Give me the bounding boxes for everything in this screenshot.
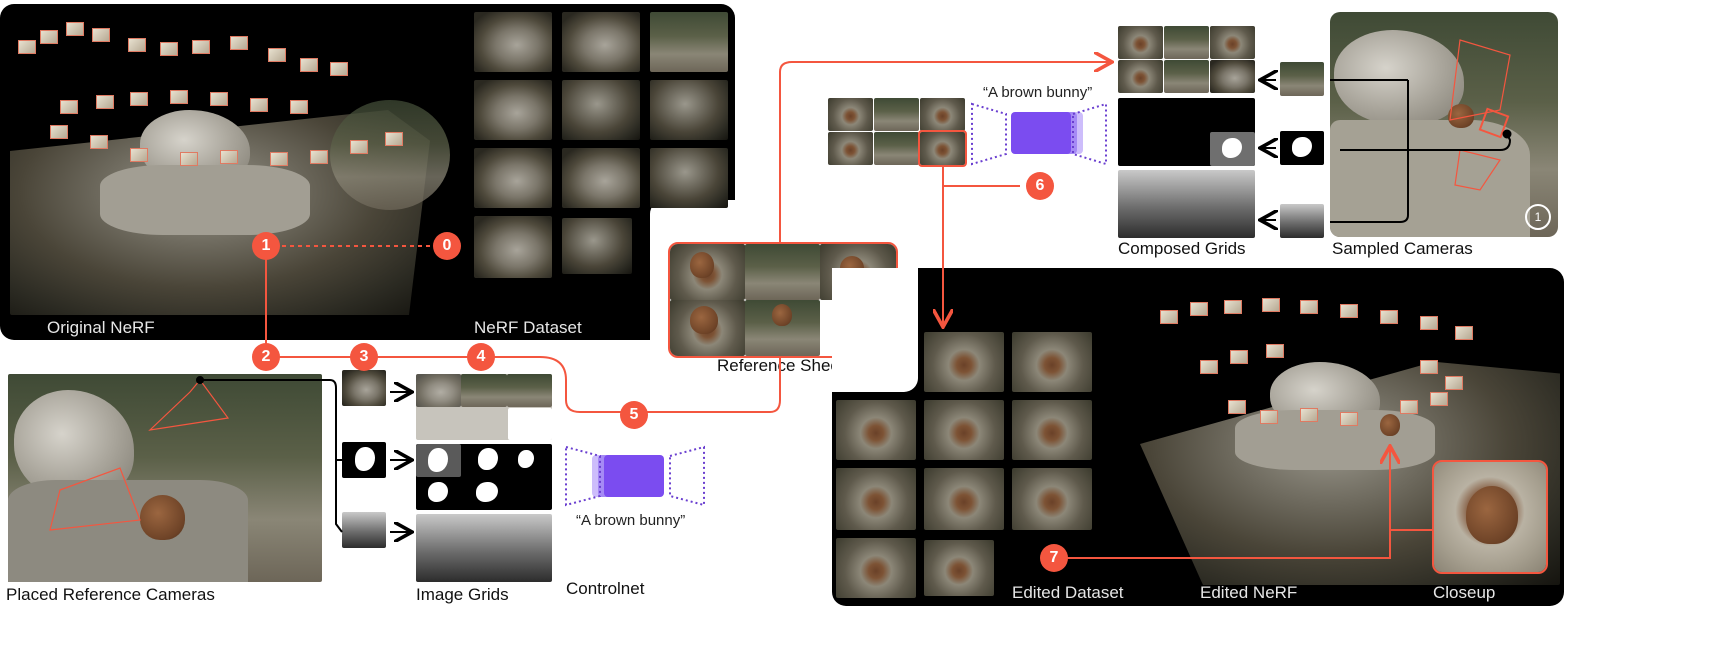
edited-nerf-bunny bbox=[1380, 414, 1400, 436]
composed-grid-depth bbox=[1118, 170, 1255, 238]
placed-ref-bunny bbox=[140, 495, 185, 540]
controlnet-label: Controlnet bbox=[566, 579, 645, 598]
step-badge-5: 5 bbox=[620, 401, 648, 429]
original-nerf-foliage bbox=[330, 100, 450, 210]
ref-bunny-4 bbox=[772, 304, 792, 326]
composed-grids-label: Composed Grids bbox=[1118, 239, 1246, 258]
prompt-bottom: “A brown bunny” bbox=[576, 512, 686, 529]
image-grids-label: Image Grids bbox=[416, 585, 509, 604]
sampled-cameras-label: Sampled Cameras bbox=[1332, 239, 1473, 258]
prompt-top: “A brown bunny” bbox=[983, 84, 1093, 101]
composed-grid-mask-blob bbox=[1222, 138, 1242, 158]
sampled-crop-mask-blob bbox=[1292, 137, 1312, 157]
edited-panel-notch bbox=[832, 268, 918, 392]
step-badge-0: 0 bbox=[433, 232, 461, 260]
step-badge-2: 2 bbox=[252, 343, 280, 371]
crop-depth bbox=[342, 512, 386, 548]
step-badge-3: 3 bbox=[350, 343, 378, 371]
step-badge-1: 1 bbox=[252, 232, 280, 260]
original-nerf-label: Original NeRF bbox=[47, 318, 155, 337]
placed-reference-cameras-label: Placed Reference Cameras bbox=[6, 585, 215, 604]
edited-dataset-label: Edited Dataset bbox=[1012, 583, 1124, 602]
camera-counter: 1 bbox=[1534, 210, 1542, 224]
camera-counter-icon: 1 bbox=[1525, 204, 1551, 230]
ref-bunny-3 bbox=[690, 306, 718, 334]
nerf-dataset-label: NeRF Dataset bbox=[474, 318, 582, 337]
step-badge-6: 6 bbox=[1026, 172, 1054, 200]
edited-nerf-label: Edited NeRF bbox=[1200, 583, 1298, 602]
original-nerf-rock bbox=[100, 165, 310, 235]
step-badge-4: 4 bbox=[467, 343, 495, 371]
step-badge-7: 7 bbox=[1040, 544, 1068, 572]
sampled-crop-depth bbox=[1280, 204, 1324, 238]
ref-bunny-1 bbox=[690, 252, 714, 278]
sampled-cam-bunny bbox=[1448, 104, 1474, 128]
placed-ref-rock bbox=[8, 480, 248, 582]
closeup-frame bbox=[1432, 460, 1548, 574]
closeup-label: Closeup bbox=[1433, 583, 1496, 602]
reference-sheet-label: Reference Sheet bbox=[717, 356, 845, 375]
crop-rgb bbox=[342, 370, 386, 406]
sampled-crop-rgb bbox=[1280, 62, 1324, 96]
sampled-cam-rock bbox=[1330, 120, 1530, 237]
crop-mask-blob bbox=[355, 447, 375, 471]
